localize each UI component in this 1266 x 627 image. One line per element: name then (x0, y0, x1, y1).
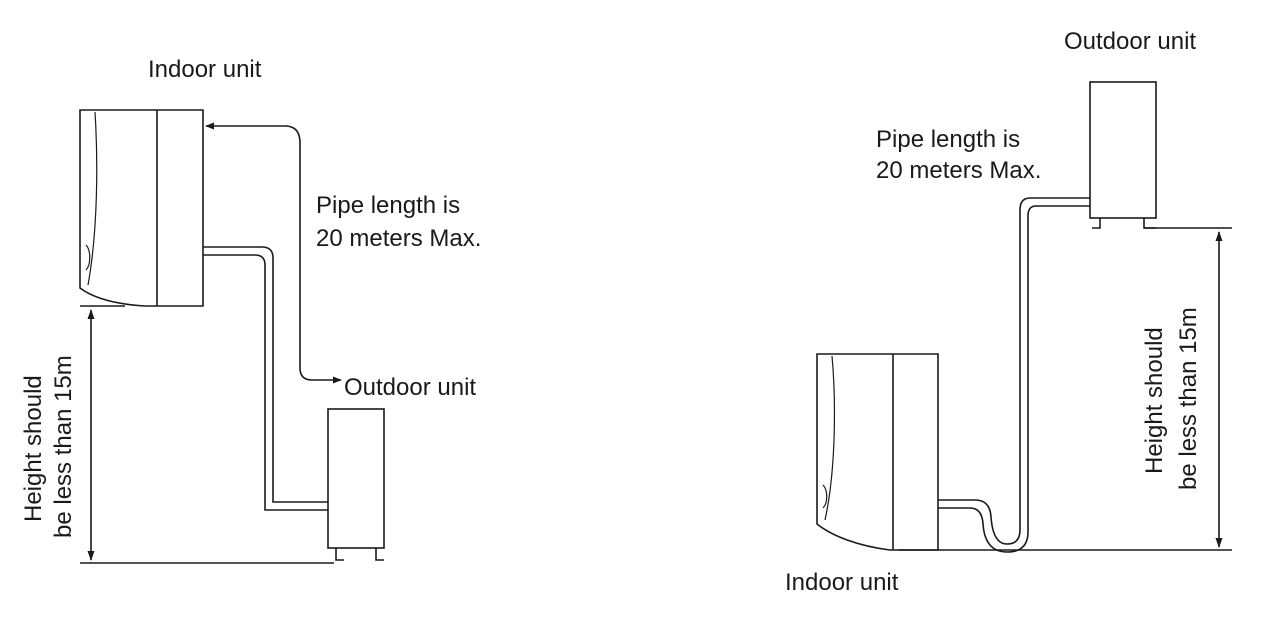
left-indoor-label: Indoor unit (148, 56, 262, 83)
right-height-line1: Height should (1141, 327, 1168, 474)
right-refrigerant-pipe (938, 197, 1090, 545)
right-indoor-unit (816, 353, 939, 551)
left-height-line2: be less than 15m (50, 355, 77, 538)
right-diagram: Outdoor unit Indoor unit Pipe length is … (785, 28, 1232, 596)
left-pipe-length-arrow (205, 122, 301, 144)
left-height-line1: Height should (20, 375, 47, 522)
left-pipe-length-line2: 20 meters Max. (316, 225, 481, 252)
left-indoor-unit (79, 109, 204, 307)
left-outdoor-unit (327, 408, 385, 561)
left-diagram: Indoor unit Outdoor unit Pipe length is … (20, 56, 481, 564)
right-pipe-length-line2: 20 meters Max. (876, 157, 1041, 184)
right-height-line2: be less than 15m (1175, 307, 1202, 490)
right-pipe-length-line1: Pipe length is (876, 126, 1020, 153)
right-outdoor-unit (1089, 81, 1157, 229)
left-pipe-length-line1: Pipe length is (316, 192, 460, 219)
right-outdoor-label: Outdoor unit (1064, 28, 1196, 55)
right-indoor-label: Indoor unit (785, 569, 899, 596)
left-outdoor-label: Outdoor unit (344, 374, 476, 401)
left-refrigerant-pipe (203, 246, 328, 503)
